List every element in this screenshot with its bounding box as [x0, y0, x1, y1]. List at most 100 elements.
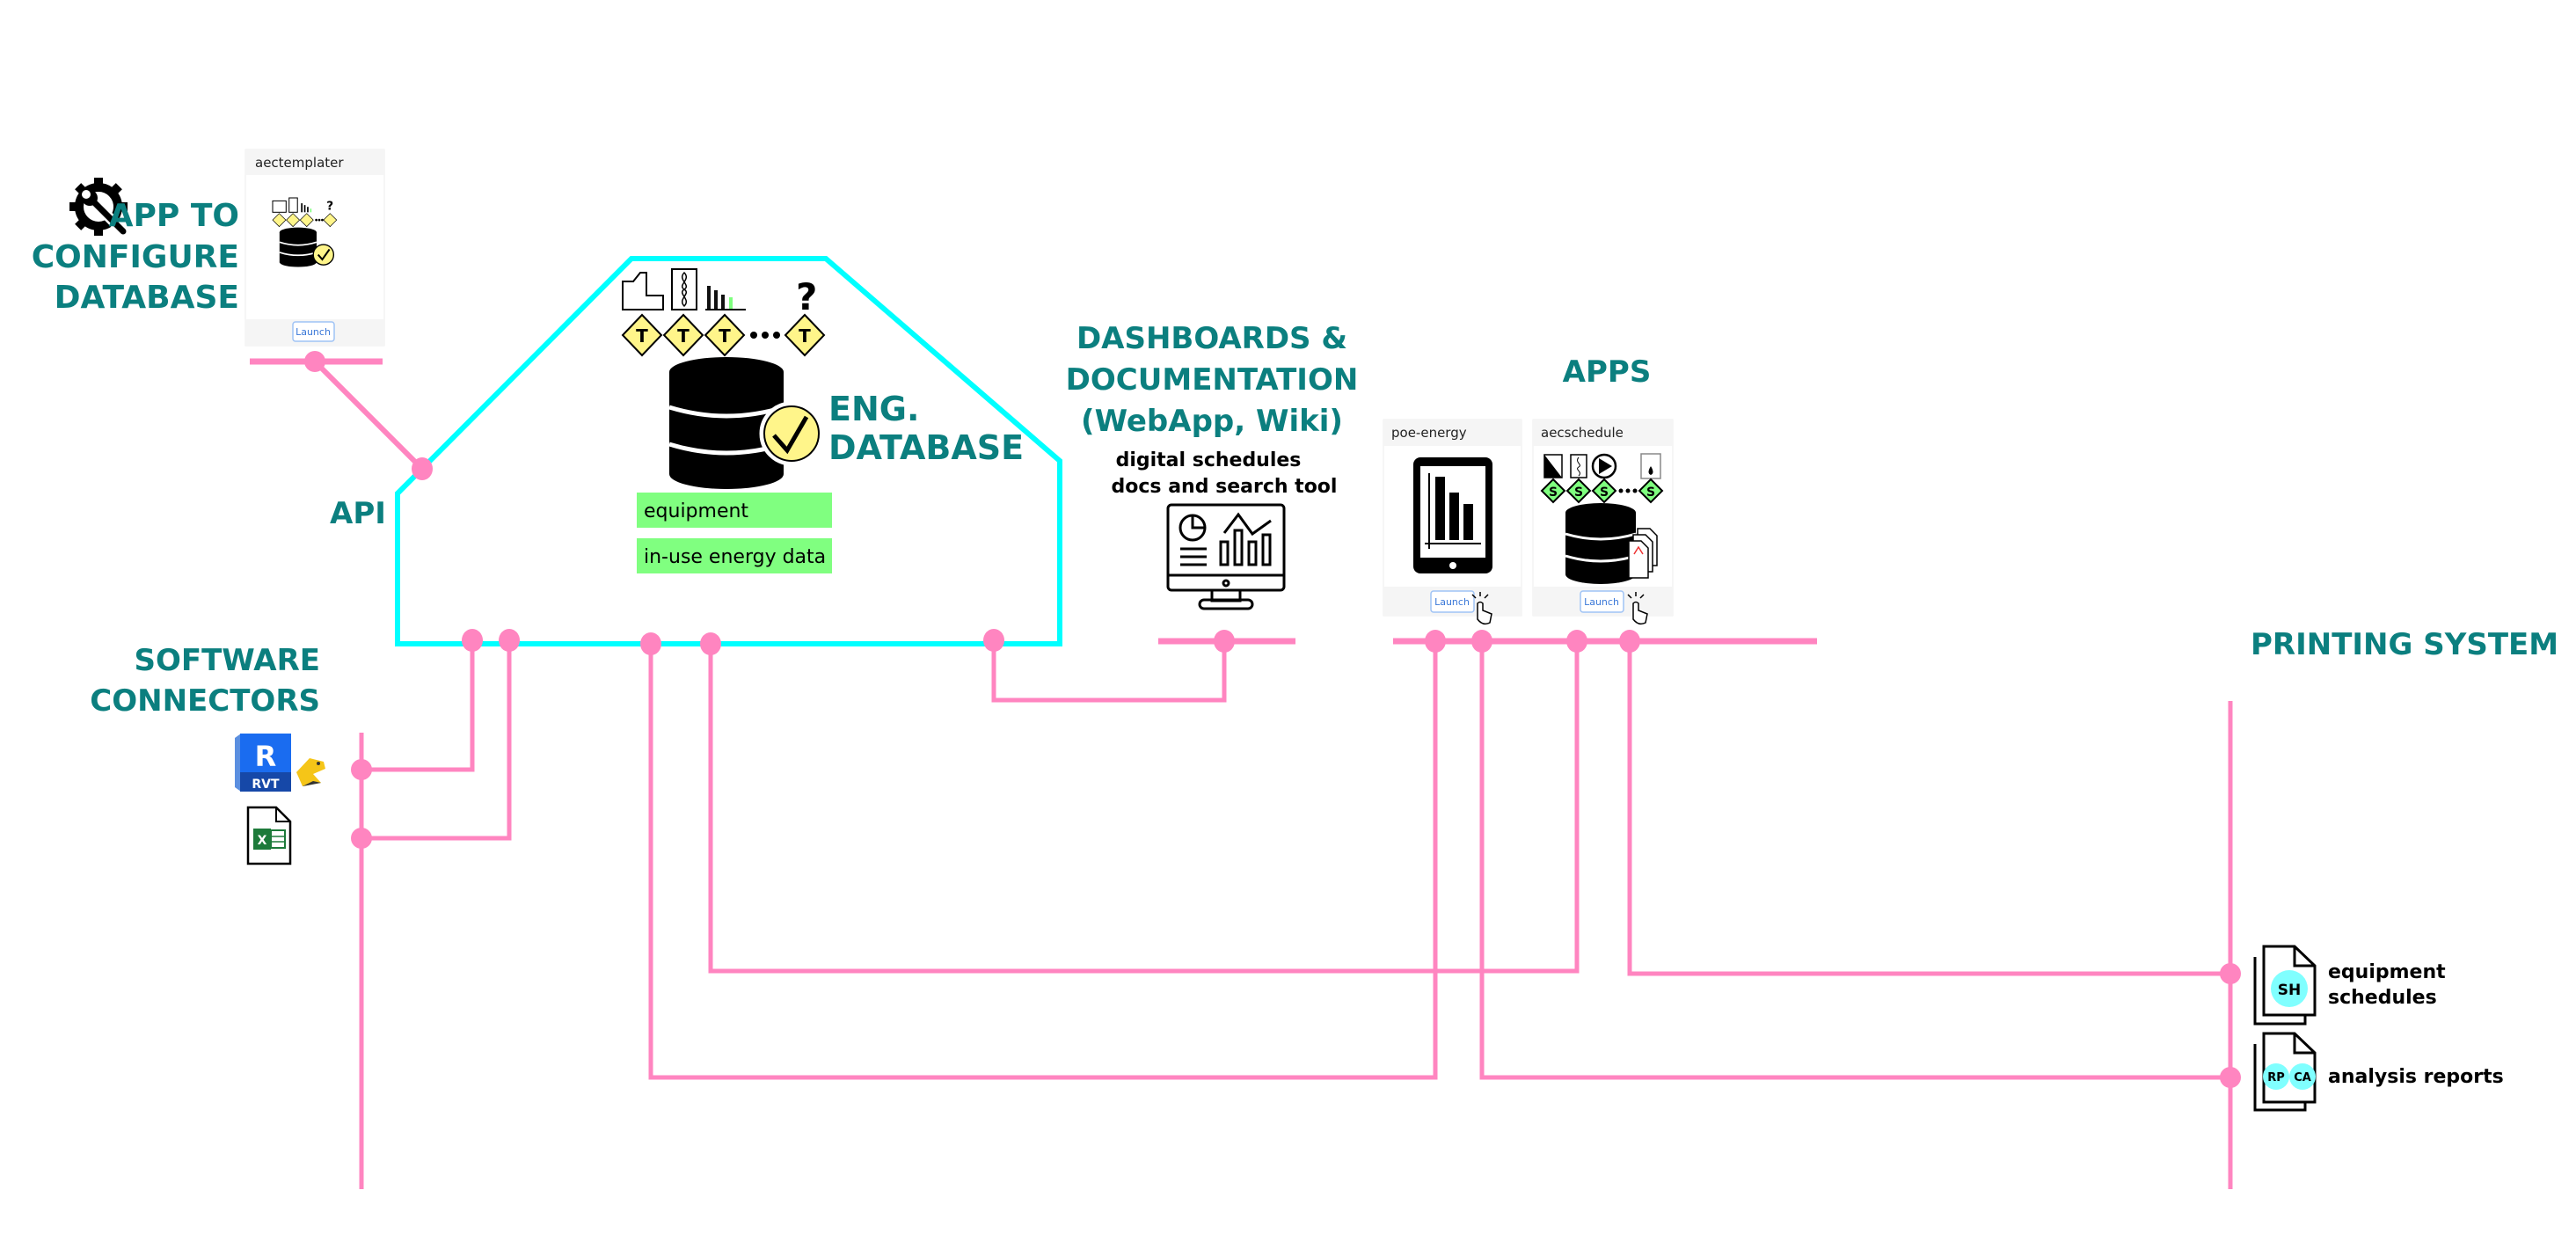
poe-energy-card: poe-energy Launch	[1383, 419, 1522, 625]
equipment-box-label: equipment	[644, 500, 748, 522]
schedules-label-line-1: equipment	[2328, 961, 2446, 983]
schedule-tag-label: S	[1574, 486, 1583, 500]
excel-badge: X	[258, 834, 267, 848]
fan-icon	[671, 268, 697, 310]
poe-energy-dot-b[interactable]	[1471, 630, 1492, 653]
api-label: API	[330, 496, 386, 531]
excel-file-icon[interactable]: X	[246, 806, 292, 865]
poe-energy-to-printing-link	[1479, 641, 2230, 1080]
aectemplater-launch-button[interactable]	[292, 321, 335, 342]
apps-section: APPS poe-energy Launch	[1383, 354, 1674, 625]
db-to-poe-energy-link	[648, 641, 1438, 1080]
energy-data-box[interactable]	[637, 538, 832, 573]
gear-wrench-icon	[69, 178, 128, 236]
software-connectors-section: SOFTWARE CONNECTORS R RVT X	[90, 643, 325, 865]
poe-energy-card-title: poe-energy	[1391, 425, 1467, 441]
config-heading-line-2: CONFIGURE	[32, 239, 239, 275]
energy-data-box-label: in-use energy data	[644, 546, 826, 568]
table-tag-label: T	[719, 325, 731, 347]
hand-pointer-icon	[1627, 592, 1648, 625]
printing-heading: PRINTING SYSTEM	[2251, 627, 2558, 662]
table-tag	[704, 313, 746, 357]
db-dot-aecschedule[interactable]	[700, 632, 721, 655]
excel-dot[interactable]	[351, 828, 372, 849]
table-tag	[621, 313, 663, 357]
question-icon: ?	[796, 275, 817, 318]
database-heading-line-2: DATABASE	[828, 428, 1024, 467]
schedule-badge: SH	[2278, 982, 2301, 999]
aecschedule-card: aecschedule S S S S	[1532, 419, 1674, 625]
dashboards-section: DASHBOARDS & DOCUMENTATION (WebApp, Wiki…	[1066, 321, 1359, 610]
printing-section: PRINTING SYSTEM SH equipment schedules R…	[2251, 627, 2558, 1112]
revit-rvt-icon[interactable]: R RVT	[235, 734, 291, 792]
api-dot[interactable]	[412, 457, 433, 480]
printing-dot-schedules[interactable]	[2220, 963, 2241, 984]
dashboards-heading-line-1: DASHBOARDS &	[1076, 321, 1347, 356]
database-templates-icon: ?	[272, 197, 338, 267]
dashboards-heading-line-2: DOCUMENTATION	[1066, 362, 1359, 398]
engineering-database: ? T T T T ENG. DATABASE equipment	[621, 268, 1024, 573]
table-tag	[784, 313, 826, 357]
schedule-tag-label: S	[1600, 486, 1609, 500]
aecschedule-launch-label: Launch	[1584, 596, 1619, 608]
aecschedule-card-title: aecschedule	[1541, 425, 1624, 441]
aecschedule-dot-a[interactable]	[1566, 630, 1587, 653]
dashboards-sub-line-2: docs and search tool	[1112, 476, 1338, 498]
dashboards-heading-line-3: (WebApp, Wiki)	[1081, 404, 1343, 439]
db-dot-revit[interactable]	[462, 629, 483, 652]
reports-label: analysis reports	[2328, 1066, 2504, 1088]
excel-link	[361, 642, 512, 841]
python-snake-icon	[296, 758, 325, 786]
aecschedule-launch-button[interactable]	[1580, 590, 1624, 613]
schedule-tag-label: S	[1549, 486, 1558, 500]
db-to-aecschedule-link	[708, 641, 1580, 974]
dashboards-dot[interactable]	[1214, 630, 1235, 653]
table-tag	[662, 313, 704, 357]
schedule-tag-label: S	[1646, 486, 1655, 500]
api-link	[312, 359, 425, 471]
bar-chart-icon	[705, 286, 746, 310]
aectemplater-launch-label: Launch	[296, 326, 331, 338]
database-boundary	[395, 256, 1062, 646]
floor-plan-icon	[622, 272, 664, 310]
database-heading-line-1: ENG.	[828, 390, 919, 428]
poe-energy-launch-button[interactable]	[1430, 590, 1475, 613]
report-badge-rp: RP	[2267, 1071, 2285, 1084]
database-schedules-icon: S S S S	[1540, 453, 1664, 584]
dashboards-sub-line-1: digital schedules	[1116, 449, 1302, 471]
poe-energy-dot-a[interactable]	[1425, 630, 1446, 653]
connectors-heading-line-2: CONNECTORS	[90, 683, 320, 719]
schedules-label-line-2: schedules	[2328, 987, 2437, 1009]
report-document-icon[interactable]: RP CA	[2253, 1032, 2317, 1112]
poe-energy-launch-label: Launch	[1434, 596, 1470, 608]
aecschedule-to-printing-link	[1627, 641, 2230, 976]
connection-dots	[304, 351, 2241, 1088]
equipment-box[interactable]	[637, 493, 832, 528]
connectors-heading-line-1: SOFTWARE	[134, 643, 320, 678]
config-app-dot[interactable]	[304, 351, 325, 372]
db-dot-excel[interactable]	[499, 629, 520, 652]
config-app-section: APP TO CONFIGURE DATABASE aectemplater ?	[32, 149, 385, 347]
aectemplater-card-title: aectemplater	[255, 155, 344, 171]
table-tag-label: T	[799, 325, 811, 347]
hand-pointer-icon	[1471, 592, 1492, 625]
svg-text:?: ?	[326, 200, 333, 214]
apps-heading: APPS	[1563, 354, 1652, 390]
revit-dot[interactable]	[351, 759, 372, 780]
table-tag-label: T	[677, 325, 690, 347]
check-icon	[759, 401, 824, 466]
schedule-document-icon[interactable]: SH	[2253, 945, 2317, 1026]
db-dot-poe-energy[interactable]	[640, 632, 661, 655]
aecschedule-dot-b[interactable]	[1619, 630, 1640, 653]
aectemplater-card: aectemplater ? Launch	[244, 149, 385, 347]
tablet-chart-icon	[1413, 457, 1492, 573]
revit-sublabel: RVT	[252, 778, 280, 792]
db-to-dashboards-link	[991, 641, 1227, 703]
config-heading-line-1: APP TO	[109, 198, 239, 234]
printing-dot-reports[interactable]	[2220, 1067, 2241, 1088]
connector-lines	[250, 358, 2233, 1189]
revit-link	[361, 642, 475, 772]
dashboard-monitor-icon[interactable]	[1166, 503, 1286, 610]
db-dot-dashboards[interactable]	[983, 629, 1004, 652]
